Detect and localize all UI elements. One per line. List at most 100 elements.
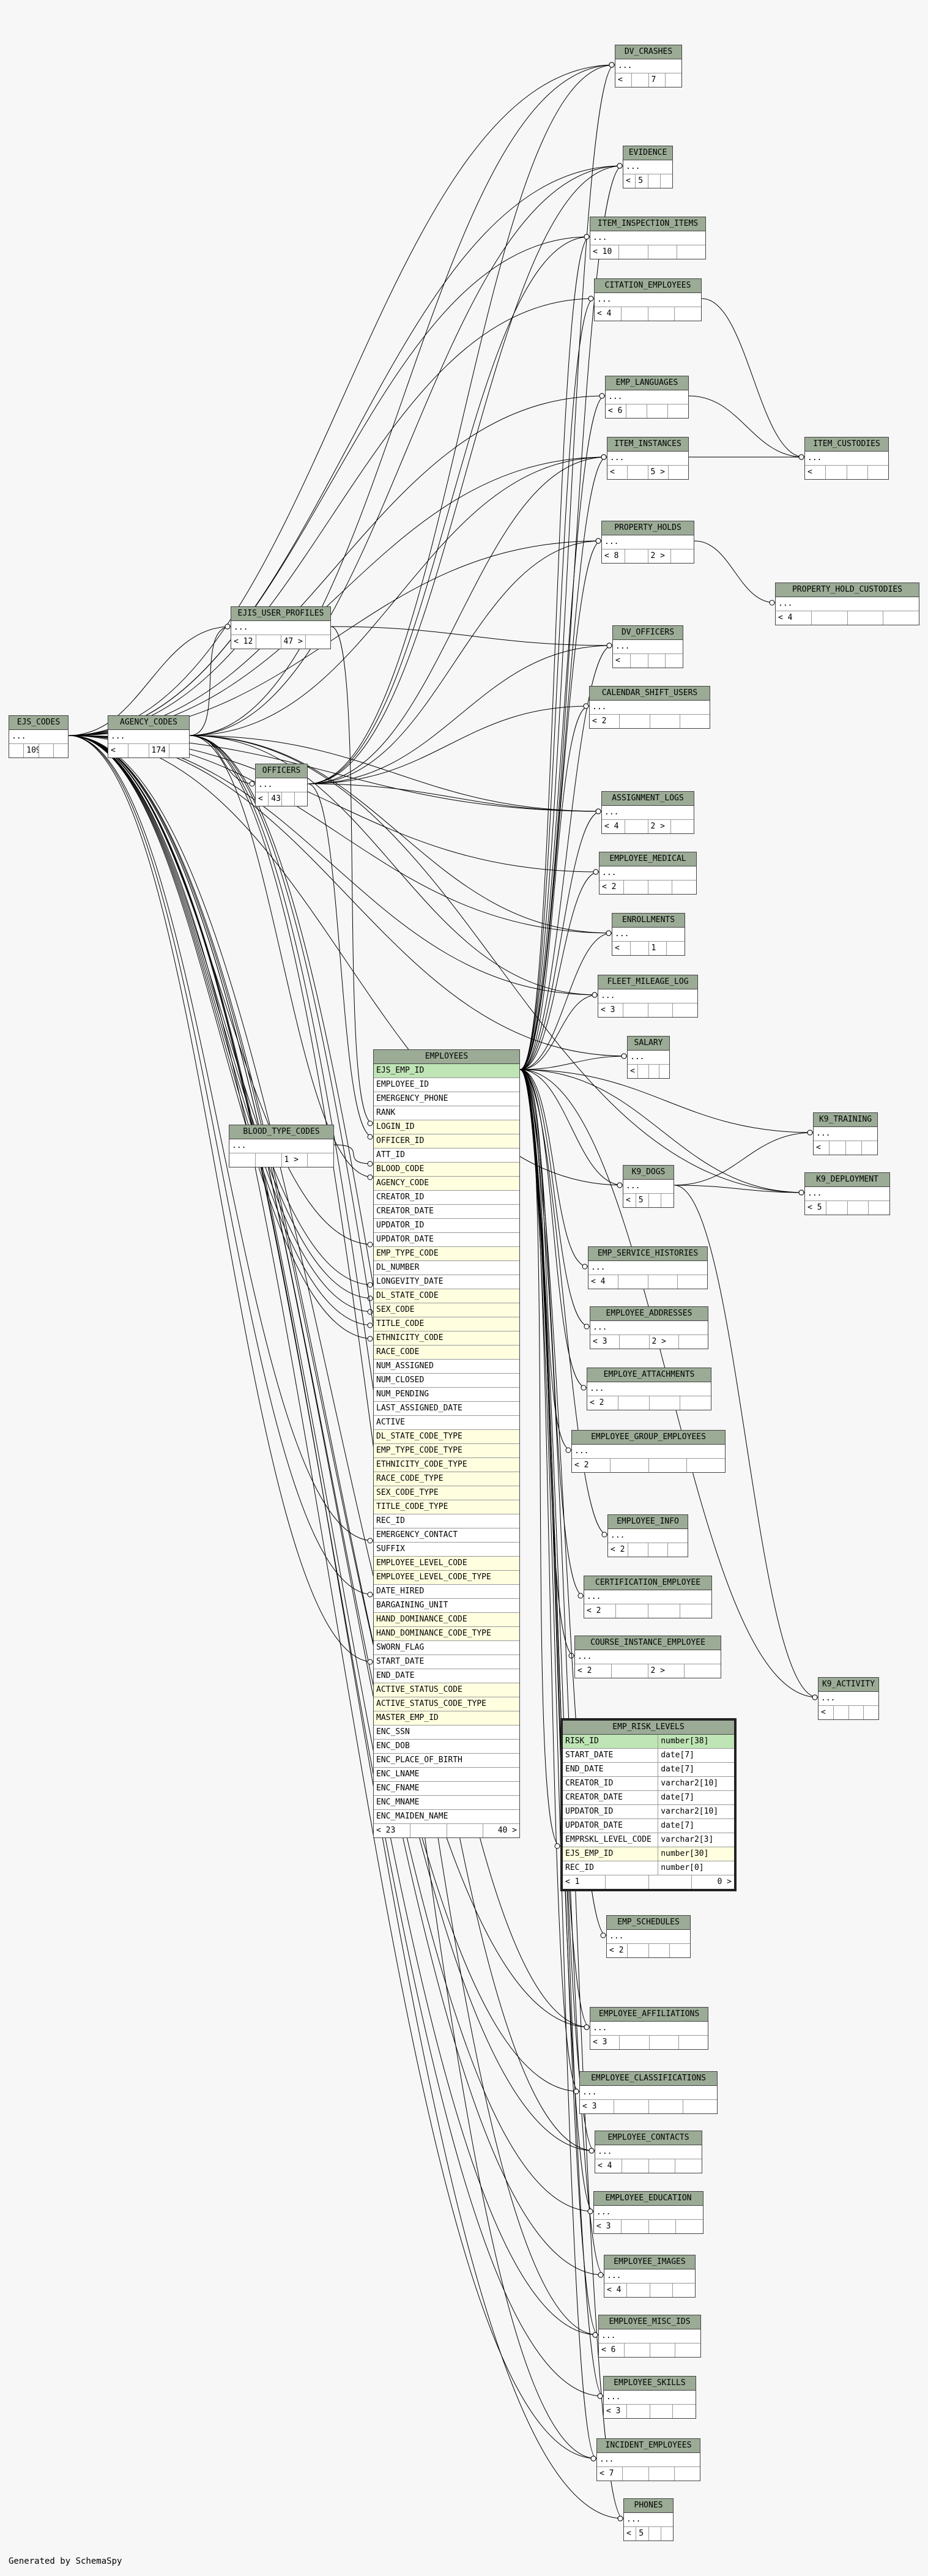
column-row[interactable]: ENC_DOB [374,1740,519,1754]
table-name[interactable]: PROPERTY_HOLDS [602,521,694,535]
column-row[interactable]: RACE_CODE_TYPE [374,1472,519,1486]
column-row[interactable]: SEX_CODE [374,1303,519,1317]
table-employee-education[interactable]: EMPLOYEE_EDUCATION...< 3 [593,2191,703,2234]
column-row[interactable]: EMPLOYEE_ID [374,1078,519,1092]
table-name[interactable]: ENROLLMENTS [612,914,685,928]
table-blood-type-codes[interactable]: BLOOD_TYPE_CODES...1 > [229,1125,334,1167]
table-name[interactable]: PHONES [624,2499,673,2513]
column-row[interactable]: EJS_EMP_ID [374,1064,519,1078]
table-name[interactable]: EVIDENCE [623,146,672,160]
table-dv-crashes[interactable]: DV_CRASHES...< 157 > [615,45,682,87]
table-name[interactable]: EMPLOYEE_CLASSIFICATIONS [580,2072,717,2086]
column-row[interactable]: LOGIN_ID [374,1120,519,1134]
column-row[interactable]: ENC_SSN [374,1725,519,1740]
table-name[interactable]: EJS_CODES [9,716,68,730]
column-row[interactable]: ACTIVE_STATUS_CODE [374,1683,519,1697]
table-name[interactable]: EMPLOYEE_GROUP_EMPLOYEES [572,1431,725,1445]
table-item-inspection-items[interactable]: ITEM_INSPECTION_ITEMS...< 10 [590,217,706,259]
table-property-hold-custodies[interactable]: PROPERTY_HOLD_CUSTODIES...< 4 [775,583,919,625]
table-name[interactable]: EMPLOYEE_AFFILIATIONS [590,2008,708,2022]
column-row[interactable]: ENC_LNAME [374,1768,519,1782]
column-row[interactable]: ENC_MAIDEN_NAME [374,1810,519,1824]
column-row[interactable]: EMP_TYPE_CODE [374,1247,519,1261]
table-emp-languages[interactable]: EMP_LANGUAGES...< 6 [605,376,689,419]
column-row[interactable]: CREATOR_ID [374,1191,519,1205]
table-name[interactable]: FLEET_MILEAGE_LOG [598,975,697,989]
table-name[interactable]: ASSIGNMENT_LOGS [602,792,694,806]
column-row[interactable]: UPDATOR_DATE [374,1233,519,1247]
table-agency-codes[interactable]: AGENCY_CODES...< 18174 > [108,715,190,758]
table-name[interactable]: CERTIFICATION_EMPLOYEE [584,1576,711,1590]
table-name[interactable]: EMP_SCHEDULES [607,1916,690,1930]
table-name[interactable]: EMPLOYEE_INFO [608,1515,688,1529]
table-name[interactable]: EMP_RISK_LEVELS [563,1721,734,1735]
table-k9-training[interactable]: K9_TRAINING...< 4 [813,1112,878,1155]
table-employee-skills[interactable]: EMPLOYEE_SKILLS...< 3 [603,2376,696,2419]
table-name[interactable]: EMPLOYEE_EDUCATION [594,2192,703,2206]
column-row[interactable]: ENC_MNAME [374,1796,519,1810]
column-row[interactable]: END_DATE [374,1669,519,1683]
column-row[interactable]: ACTIVE_STATUS_CODE_TYPE [374,1697,519,1711]
table-name[interactable]: OFFICERS [256,764,307,778]
column-row[interactable]: RACE_CODE [374,1346,519,1360]
table-salary[interactable]: SALARY...< 3 [627,1036,670,1079]
table-name[interactable]: CALENDAR_SHIFT_USERS [590,687,710,701]
table-name[interactable]: EMP_SERVICE_HISTORIES [588,1247,707,1261]
table-phones[interactable]: PHONES...< 45 > [623,2498,674,2541]
column-row[interactable]: EMERGENCY_CONTACT [374,1528,519,1543]
table-incident-employees[interactable]: INCIDENT_EMPLOYEES...< 7 [596,2438,700,2481]
table-employee-classifications[interactable]: EMPLOYEE_CLASSIFICATIONS...< 3 [579,2071,718,2114]
column-row[interactable]: LONGEVITY_DATE [374,1275,519,1289]
column-row[interactable]: SWORN_FLAG [374,1641,519,1655]
table-name[interactable]: BLOOD_TYPE_CODES [229,1125,333,1139]
column-row[interactable]: RANK [374,1106,519,1120]
table-name[interactable]: CITATION_EMPLOYEES [595,279,701,293]
table-name[interactable]: DV_CRASHES [615,45,681,59]
table-name[interactable]: DV_OFFICERS [613,626,683,640]
table-name[interactable]: EMPLOYEE_SKILLS [604,2377,696,2391]
column-row[interactable]: EMPLOYEE_LEVEL_CODE_TYPE [374,1571,519,1585]
table-citation-employees[interactable]: CITATION_EMPLOYEES...< 4 [594,278,702,321]
table-name[interactable]: EMPLOYEE_MEDICAL [599,852,696,866]
column-row[interactable]: ENC_PLACE_OF_BIRTH [374,1754,519,1768]
table-calendar-shift-users[interactable]: CALENDAR_SHIFT_USERS...< 2 [589,686,710,729]
column-row[interactable]: TITLE_CODE_TYPE [374,1500,519,1514]
column-row[interactable]: ETHNICITY_CODE_TYPE [374,1458,519,1472]
table-name[interactable]: EMP_LANGUAGES [606,376,688,390]
table-emp-service-histories[interactable]: EMP_SERVICE_HISTORIES...< 4 [588,1246,708,1289]
table-certification-employee[interactable]: CERTIFICATION_EMPLOYEE...< 2 [584,1576,712,1618]
table-name[interactable]: EMPLOYEE_MISC_IDS [599,2315,700,2329]
table-name[interactable]: K9_DEPLOYMENT [805,1173,889,1187]
table-employee-contacts[interactable]: EMPLOYEE_CONTACTS...< 4 [595,2131,702,2173]
table-name[interactable]: INCIDENT_EMPLOYEES [597,2439,700,2453]
column-row[interactable]: HAND_DOMINANCE_CODE [374,1613,519,1627]
column-row[interactable]: BARGAINING_UNIT [374,1599,519,1613]
column-row[interactable]: TITLE_CODE [374,1317,519,1331]
table-fleet-mileage-log[interactable]: FLEET_MILEAGE_LOG...< 3 [598,975,698,1018]
table-employe-attachments[interactable]: EMPLOYE_ATTACHMENTS...< 2 [587,1368,711,1410]
column-row[interactable]: NUM_ASSIGNED [374,1360,519,1374]
table-name[interactable]: ITEM_INSPECTION_ITEMS [590,217,705,231]
column-row[interactable]: ENC_FNAME [374,1782,519,1796]
column-row[interactable]: DL_STATE_CODE [374,1289,519,1303]
column-row[interactable]: BLOOD_CODE [374,1163,519,1177]
table-k9-deployment[interactable]: K9_DEPLOYMENT...< 5 [804,1172,890,1215]
column-row[interactable]: EMP_TYPE_CODE_TYPE [374,1444,519,1458]
column-row[interactable]: REC_ID [374,1514,519,1528]
table-item-custodies[interactable]: ITEM_CUSTODIES...< 12 [804,437,889,480]
table-evidence[interactable]: EVIDENCE...< 145 > [623,146,673,188]
column-row[interactable]: NUM_CLOSED [374,1374,519,1388]
column-row[interactable]: LAST_ASSIGNED_DATE [374,1402,519,1416]
table-employee-info[interactable]: EMPLOYEE_INFO...< 2 [607,1514,688,1557]
table-name[interactable]: EMPLOYEE_IMAGES [604,2255,695,2269]
